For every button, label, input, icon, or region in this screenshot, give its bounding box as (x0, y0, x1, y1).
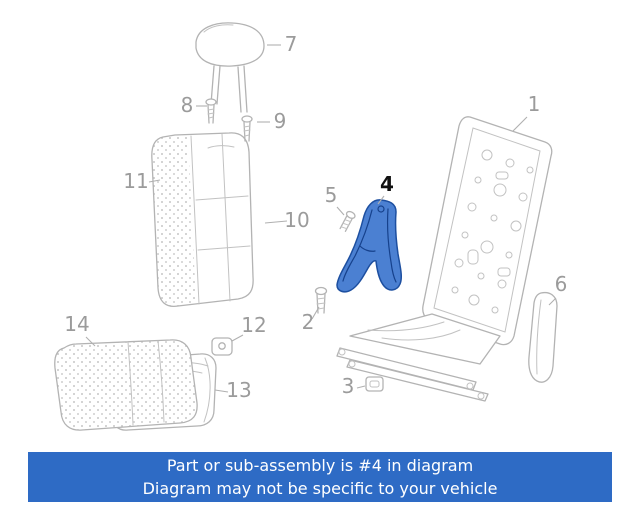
callout-4-highlighted: 4 (380, 172, 394, 196)
callout-10: 10 (284, 208, 309, 232)
callout-2: 2 (302, 310, 315, 334)
part-seat-base-rails (336, 313, 501, 402)
callout-9: 9 (274, 109, 287, 133)
highlight-banner: Part or sub-assembly is #4 in diagram Di… (28, 452, 612, 502)
callout-8: 8 (181, 93, 194, 117)
part-guide-screw-left (205, 98, 217, 124)
part-side-cover (528, 291, 558, 383)
callout-11: 11 (123, 169, 148, 193)
callout-5: 5 (325, 183, 338, 207)
part-seatback-cover (151, 132, 254, 308)
callout-1: 1 (528, 92, 541, 116)
part-headrest (195, 22, 265, 113)
banner-line-1: Part or sub-assembly is #4 in diagram (166, 455, 474, 475)
leader-lines (85, 44, 557, 393)
callout-12: 12 (241, 313, 266, 337)
part-cushion-cover (54, 339, 198, 431)
callout-14: 14 (64, 312, 89, 336)
callout-13: 13 (226, 378, 251, 402)
part-seatback-frame (422, 116, 553, 346)
callout-6: 6 (555, 272, 568, 296)
part-guide-screw-right (241, 115, 253, 142)
callout-7: 7 (285, 32, 298, 56)
part-bracket (211, 337, 233, 356)
part-recliner-cover-highlighted (336, 199, 402, 293)
banner-line-2: Diagram may not be specific to your vehi… (142, 478, 498, 498)
callout-3: 3 (342, 374, 355, 398)
part-bolt-upper (339, 210, 356, 233)
part-clip (365, 376, 384, 392)
